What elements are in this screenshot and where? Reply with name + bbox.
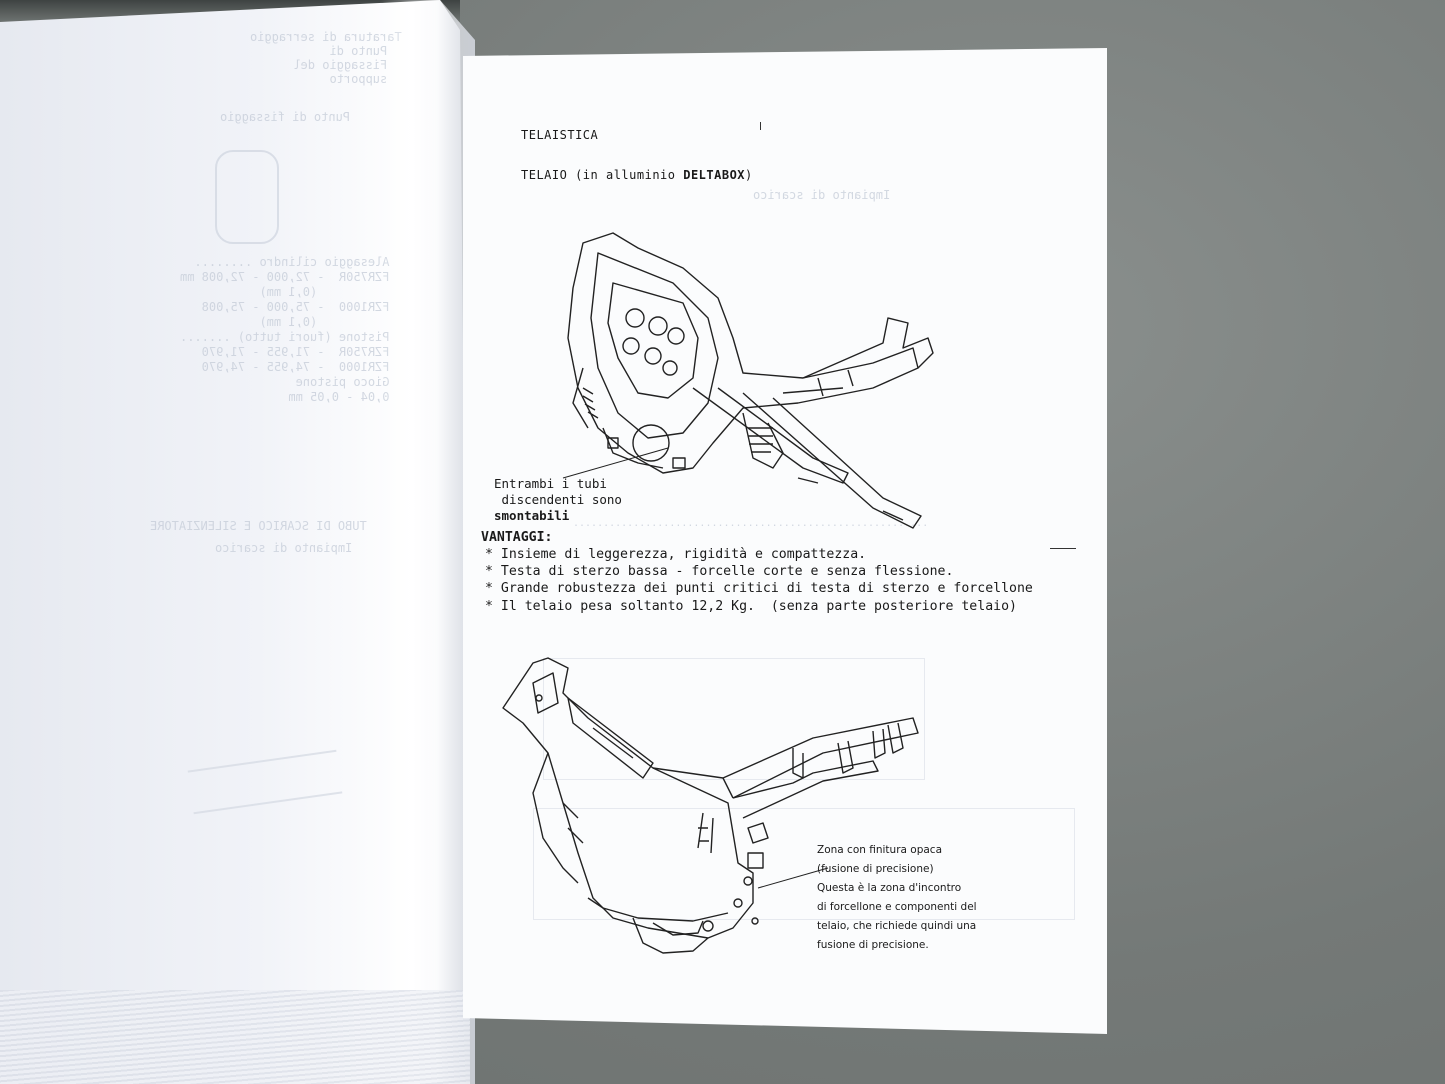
ghost-figure: [187, 749, 343, 815]
frame-side-drawing: [502, 657, 919, 954]
advantage-item: * Testa di sterzo bassa - forcelle corte…: [485, 564, 954, 579]
leader-line: [562, 447, 669, 479]
page-subtitle: TELAIO (in alluminio DELTABOX): [521, 168, 753, 182]
ghost-figure: [215, 150, 279, 244]
ghost-text: Alesaggio cilindro ........ FZR750R - 72…: [180, 255, 390, 404]
mark: [760, 122, 761, 130]
mark: [1050, 548, 1076, 549]
advantage-item: * Grande robustezza dei punti critici di…: [485, 581, 1033, 596]
ghost-text: ........................................…: [573, 518, 929, 529]
ghost-figure: [543, 658, 925, 780]
deltabox-frame-drawing: [567, 232, 934, 529]
advantage-item: * Il telaio pesa soltanto 12,2 Kg. (senz…: [485, 599, 1017, 614]
caption-top: Entrambi i tubi discendenti sono smontab…: [494, 476, 622, 523]
page-edges: [0, 990, 470, 1084]
leader-line: [757, 867, 829, 889]
section-title: TELAISTICA: [521, 128, 599, 142]
ghost-text: Punto di fissaggio: [220, 110, 351, 124]
ghost-text: Taratura di serraggio Punto di Fissaggio…: [250, 30, 402, 86]
caption-bottom: Zona con finitura opaca (fusione di prec…: [817, 844, 977, 951]
advantage-item: * Insieme di leggerezza, rigidità e comp…: [485, 547, 867, 562]
page-curl: [380, 0, 475, 1084]
ghost-text: TUBO DI SCARICO E SILENZIATORE Impianto …: [150, 519, 367, 555]
ghost-table: [533, 808, 1075, 920]
ghost-text: Impianto di scarico: [753, 188, 891, 202]
right-page: Impianto di scarico ....................…: [463, 48, 1107, 1034]
advantages-heading: VANTAGGI:: [481, 530, 553, 545]
